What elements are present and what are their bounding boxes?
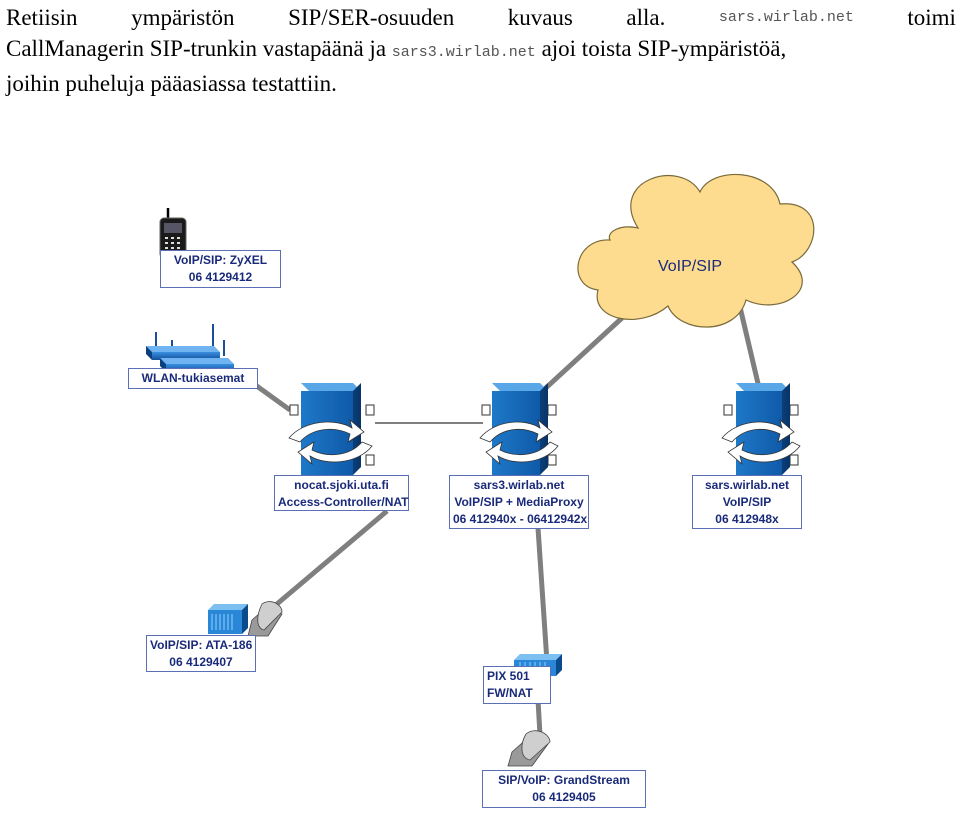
- pix-label: PIX 501 FW/NAT: [483, 666, 551, 704]
- ata-adapter-phone-icon: [208, 601, 283, 637]
- intro-paragraph: Retiisin ympäristön SIP/SER-osuuden kuva…: [6, 2, 956, 99]
- zyxel-name: VoIP/SIP: ZyXEL: [173, 253, 268, 267]
- grandstream-name: SIP/VoIP: GrandStream: [498, 773, 630, 787]
- wlan-label: WLAN-tukiasemat: [128, 368, 258, 389]
- hostname-sars: sars.wirlab.net: [718, 9, 854, 26]
- grandstream-number: 06 4129405: [532, 790, 596, 804]
- intro-line-3: joihin puheluja pääasiassa testattiin.: [6, 71, 337, 96]
- cloud-label: VoIP/SIP: [657, 258, 723, 275]
- pix-role: FW/NAT: [487, 686, 533, 700]
- grandstream-label: SIP/VoIP: GrandStream 06 4129405: [482, 770, 646, 808]
- zyxel-number: 06 4129412: [188, 270, 253, 284]
- word: ympäristön: [131, 5, 235, 30]
- sars-numbers: 06 412948x: [715, 512, 779, 526]
- word: Retiisin: [6, 5, 78, 30]
- ata-name: VoIP/SIP: ATA-186: [150, 638, 253, 652]
- sars3-host: sars3.wirlab.net: [473, 478, 565, 492]
- wlan-name: WLAN-tukiasemat: [141, 371, 245, 385]
- hostname-sars3: sars3.wirlab.net: [391, 44, 536, 61]
- ata-number: 06 4129407: [169, 655, 233, 669]
- wlan-access-point-icon: [146, 324, 234, 372]
- voip-cloud-icon: [577, 173, 815, 328]
- word: toimi: [907, 5, 956, 30]
- sars-role: VoIP/SIP: [722, 495, 772, 509]
- access-controller-switch-icon: [288, 383, 375, 475]
- text-fragment: ajoi toista SIP-ympäristöä,: [541, 36, 787, 61]
- desk-phone-icon: [507, 730, 551, 767]
- sars3-numbers: 06 412940x - 06412942x: [453, 512, 588, 526]
- pix-model: PIX 501: [487, 669, 530, 683]
- sars3-label: sars3.wirlab.net VoIP/SIP + MediaProxy 0…: [449, 475, 589, 529]
- nocat-label: nocat.sjoki.uta.fi Access-Controller/NAT: [274, 475, 409, 511]
- sars-label: sars.wirlab.net VoIP/SIP 06 412948x: [692, 475, 802, 529]
- link-nocat-ata: [256, 509, 389, 622]
- link-pix-grandstream: [535, 699, 543, 736]
- intro-line-1: Retiisin ympäristön SIP/SER-osuuden kuva…: [6, 2, 956, 33]
- zyxel-label: VoIP/SIP: ZyXEL 06 4129412: [160, 250, 281, 288]
- word: SIP/SER-osuuden: [288, 5, 455, 30]
- word: kuvaus: [507, 5, 573, 30]
- sip-server-switch-icon: [721, 383, 801, 475]
- sars3-role: VoIP/SIP + MediaProxy: [454, 495, 584, 509]
- sars-host: sars.wirlab.net: [704, 478, 790, 492]
- nocat-role: Access-Controller/NAT: [278, 495, 409, 509]
- nocat-host: nocat.sjoki.uta.fi: [294, 478, 389, 492]
- text-fragment: CallManagerin SIP-trunkin vastapäänä ja: [6, 36, 387, 61]
- intro-line-2: CallManagerin SIP-trunkin vastapäänä ja …: [6, 33, 956, 68]
- sip-proxy-switch-icon: [479, 383, 559, 475]
- link-sars3-pix: [535, 527, 550, 663]
- word: alla.: [626, 5, 666, 30]
- ata-label: VoIP/SIP: ATA-186 06 4129407: [146, 635, 256, 672]
